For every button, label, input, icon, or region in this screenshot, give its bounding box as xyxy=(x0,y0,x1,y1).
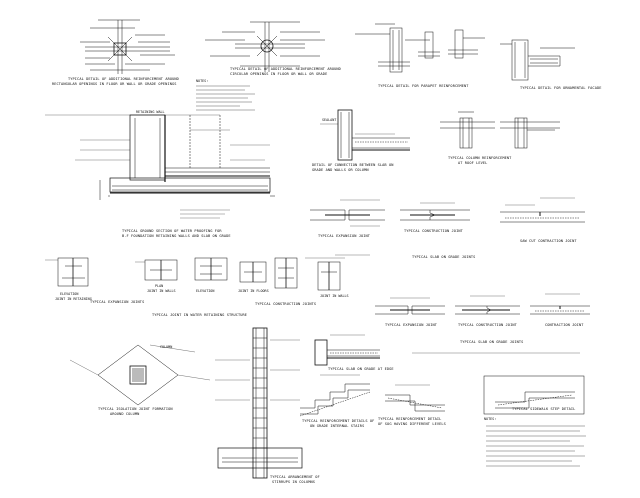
d21-caption: TYPICAL SLAB ON GRADE AT EDGE xyxy=(328,367,394,371)
detail-sidewalk-step xyxy=(483,375,585,415)
d23-caption-1: TYPICAL REINFORCEMENT DETAIL xyxy=(378,417,441,421)
d1-caption-1: TYPICAL DETAIL OF ADDITIONAL REINFORCEME… xyxy=(68,77,179,81)
d10-caption: SAW CUT CONTRACTION JOINT xyxy=(520,239,577,243)
detail-sog-edge xyxy=(314,334,380,366)
d23-caption-2: OF SOG HAVING DIFFERENT LEVELS xyxy=(378,422,446,426)
detail-parapet xyxy=(355,23,485,73)
notes-title-1: NOTES: xyxy=(196,79,208,83)
d5-caption-2: B.F FOUNDATION RETAINING WALLS AND SLAB … xyxy=(122,234,231,238)
elevation2-label: ELEVATION xyxy=(196,289,214,293)
detail-ornamental-facade xyxy=(500,39,575,81)
d6-caption-1: DETAIL OF CONNECTION BETWEEN SLAB ON xyxy=(312,163,394,167)
detail-sog-joints-right xyxy=(375,293,590,315)
plan-label: PLAN xyxy=(155,284,163,288)
joint-floors-label: JOINT IN FLOORS xyxy=(238,289,269,293)
d6-caption-2: GRADE AND WALLS OR COLUMN xyxy=(312,168,369,172)
d18-caption: TYPICAL SLAB ON GRADE JOINTS xyxy=(460,340,523,344)
d22-caption-2: ON GRADE INTERNAL STAIRS xyxy=(310,424,364,428)
d19-caption-2: AROUND COLUMN xyxy=(110,412,139,416)
notes-title-2: NOTES: xyxy=(484,417,496,421)
detail-construction-joint xyxy=(400,202,470,221)
joint-retaining-label: JOINT IN RETAINING xyxy=(55,297,92,301)
d11-caption: TYPICAL SLAB ON GRADE JOINTS xyxy=(412,255,475,259)
detail-sog-levels xyxy=(385,384,445,412)
detail-column-roof xyxy=(440,111,560,149)
d22-caption-1: TYPICAL REINFORCEMENT DETAILS OF xyxy=(302,419,374,423)
notes-block-1: NOTES: xyxy=(196,79,255,111)
d16-caption: TYPICAL CONSTRUCTION JOINT xyxy=(458,323,518,327)
elevation-label: ELEVATION xyxy=(60,292,78,296)
detail-circular-opening xyxy=(205,21,325,72)
d12-caption: TYPICAL EXPANSION JOINTS xyxy=(90,300,144,304)
detail-isolation-joint xyxy=(69,344,211,406)
detail-waterproofing-section xyxy=(75,114,275,219)
d1-caption-2: RECTANGULAR OPENINGS IN FLOOR OR WALL OR… xyxy=(52,82,177,86)
d15-caption: TYPICAL EXPANSION JOINT xyxy=(385,323,438,327)
detail-rect-opening xyxy=(45,19,220,116)
d20-caption-2: STIRRUPS IN COLUMNS xyxy=(272,480,315,484)
retaining-wall-label: RETAINING WALL xyxy=(136,110,165,114)
d19-caption-1: TYPICAL ISOLATION JOINT FORMATION xyxy=(98,407,173,411)
detail-sog-connection xyxy=(320,109,410,161)
d14-caption: TYPICAL JOINT IN WATER RETAINING STRUCTU… xyxy=(152,313,247,317)
notes-block-2: NOTES: xyxy=(484,417,586,467)
d8-caption: TYPICAL EXPANSION JOINT xyxy=(318,234,371,238)
joint-walls2-label: JOINT IN WALLS xyxy=(320,294,349,298)
d7-caption-1: TYPICAL COLUMN REINFORCEMENT xyxy=(448,156,512,160)
d24-caption: TYPICAL SIDEWALK STEP DETAIL xyxy=(512,407,575,411)
column-label: COLUMN xyxy=(160,345,172,349)
sealant-label: SEALANT xyxy=(322,118,336,122)
joint-walls-label: JOINT IN WALLS xyxy=(147,289,176,293)
detail-retaining-joints xyxy=(45,254,370,291)
d4-caption: TYPICAL DETAIL FOR ORNAMENTAL FACADE xyxy=(520,86,602,90)
d20-caption-1: TYPICAL ARRANGEMENT OF xyxy=(270,475,320,479)
d17-caption: CONTRACTION JOINT xyxy=(545,323,584,327)
d13-caption: TYPICAL CONSTRUCTION JOINTS xyxy=(255,302,316,306)
detail-saw-cut-joint xyxy=(500,197,585,223)
detail-expansion-joint xyxy=(310,199,385,227)
d9-caption: TYPICAL CONSTRUCTION JOINT xyxy=(404,229,464,233)
detail-internal-stairs xyxy=(299,374,371,417)
detail-column-stirrups xyxy=(215,327,303,479)
d2-caption-1: TYPICAL DETAIL OF ADDITIONAL REINFORCEME… xyxy=(230,67,341,71)
d5-caption-1: TYPICAL GROUND SECTION OF WATER PROOFING… xyxy=(122,229,222,233)
d7-caption-2: AT ROOF LEVEL xyxy=(458,161,487,165)
d3-caption: TYPICAL DETAIL FOR PARAPET REINFORCEMENT xyxy=(378,84,469,88)
d2-caption-2: CIRCULAR OPENINGS IN FLOOR OR WALL OR GR… xyxy=(230,72,327,76)
